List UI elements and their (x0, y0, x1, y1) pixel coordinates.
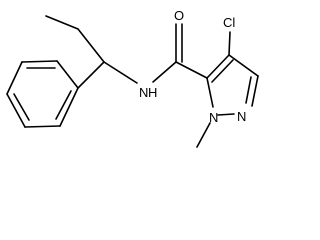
bond (152, 61, 177, 83)
bond (217, 113, 235, 116)
bond (59, 87, 79, 127)
ring-nitrogen-methyl-label: N (209, 110, 218, 125)
amide-hydrogen-label: H (148, 85, 157, 100)
bond (245, 76, 252, 104)
bond (21, 60, 58, 63)
bond (13, 93, 30, 121)
bond (24, 125, 61, 128)
bond (228, 31, 231, 56)
bond (251, 75, 259, 107)
chlorine-atom-label: Cl (223, 15, 235, 30)
ring-nitrogen-label: N (237, 109, 246, 124)
oxygen-atom-label: O (174, 8, 184, 23)
bond (196, 122, 211, 148)
bond (206, 54, 230, 79)
bond (55, 90, 72, 120)
bond (77, 28, 105, 63)
atom-labels: Cl O N H N N (139, 8, 246, 125)
bond (77, 61, 105, 89)
amide-nitrogen-label: N (139, 85, 148, 100)
bond (45, 15, 79, 30)
bond (103, 61, 138, 84)
bond (175, 61, 208, 79)
chemical-structure: Cl O N H N N (6, 8, 259, 148)
bond (211, 59, 234, 83)
bond (206, 77, 214, 108)
bond-lines (6, 15, 259, 148)
bond (6, 93, 26, 128)
bond (228, 54, 259, 77)
bond (56, 60, 79, 89)
bond (6, 61, 23, 95)
